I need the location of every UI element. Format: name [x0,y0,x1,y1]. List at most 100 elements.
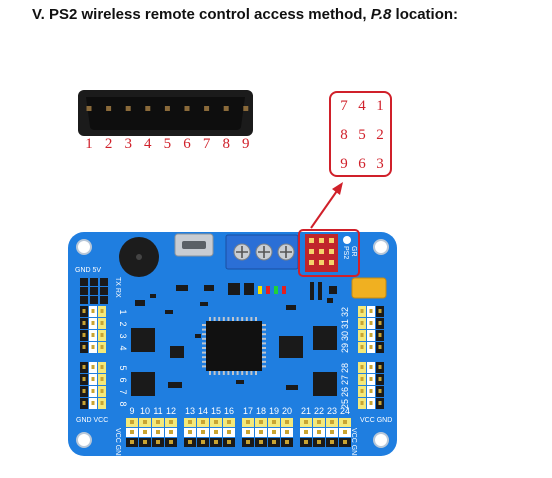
header-pin [80,287,88,295]
header-pin [90,287,98,295]
pin-label: 19 [269,406,279,416]
header-pin [319,238,324,243]
mounting-hole [373,239,389,255]
buzzer-center [136,254,142,260]
label-gr: GR [350,246,357,257]
pin-label: 1 [118,309,128,314]
label-vcc-gnd-bottom-left: VCC GND [114,428,121,460]
mounting-hole [373,432,389,448]
pin-label: 11 [153,406,162,416]
pin-grid-frame [329,91,392,177]
connector-pin [125,106,131,111]
pin-label: 30 [340,331,350,341]
header-pin [100,278,108,286]
pin-label: 23 [327,406,337,416]
connector-pin-number: 5 [164,136,172,152]
header-pin [100,287,108,295]
connector-pin-number: 3 [124,136,132,152]
header-pin [309,260,314,265]
pin-label: 10 [140,406,150,416]
capacitor [351,277,387,299]
header-pin [90,278,98,286]
resistor [286,385,298,390]
driver-chip [131,328,155,352]
connector-pin [243,106,249,111]
pin-label: 12 [166,406,176,416]
usb-socket [182,241,206,249]
pointer-arrow [310,182,343,229]
regulator-chip [279,336,303,358]
serial-header [80,278,108,304]
driver-chip [313,372,337,396]
label-vcc-gnd-right: VCC GND [360,417,392,424]
connector-pins [86,106,249,111]
label-gnd-5v: GND 5V [75,267,101,274]
ps2-header-pins [309,238,334,265]
controller-board: PS2 GR GND 5V TX RX [68,229,397,460]
pin-label: 31 [340,319,350,329]
connector-pin-number: 6 [183,136,191,152]
pin-label: 9 [129,406,134,416]
connector-pin-number: 4 [144,136,152,152]
page-title: V. PS2 wireless remote control access me… [32,6,458,23]
connector-pin [204,106,210,111]
pin-label: 29 [340,343,350,353]
pin-label: 16 [224,406,234,416]
pin-label: 18 [256,406,266,416]
pin-grid-number: 8 [340,127,348,143]
pin-grid-number: 4 [358,98,366,114]
pin-label: 28 [340,363,350,373]
connector-face [86,97,245,130]
pin-label: 26 [340,387,350,397]
header-pin [90,296,98,304]
driver-chip [313,326,337,350]
header-pin [329,238,334,243]
mcu-chip [206,321,262,371]
header-pin [309,249,314,254]
pin-label: 32 [340,307,350,317]
connector-pin [223,106,229,111]
ps2-highlight [298,229,360,277]
pin-grid-number: 5 [358,127,366,143]
header-pin [319,249,324,254]
header-pin [319,260,324,265]
pin-label: 13 [185,406,195,416]
pin-label: 27 [340,375,350,385]
connector-pin-number: 1 [85,136,93,152]
pin-grid-number: 2 [376,127,384,143]
pin-label: 8 [118,401,128,406]
connector-pin-number: 7 [203,136,211,152]
mcu-legs [202,317,266,375]
led-row [135,282,337,314]
ps2-marker [343,236,351,244]
pin-label: 3 [118,333,128,338]
chips [131,317,337,396]
mounting-hole [76,432,92,448]
pin-label: 15 [211,406,221,416]
pin-grid-number: 3 [376,156,384,172]
connector-pin [106,106,112,111]
pin-grid-number: 6 [358,156,366,172]
title-suffix: location: [391,6,459,23]
pin-label: 2 [118,321,128,326]
connector-pin [145,106,151,111]
driver-chip [131,372,155,396]
connector-pin-number: 9 [242,136,250,152]
pin-label: 24 [340,406,350,416]
label-gnd-vcc-left: GND VCC [76,417,108,424]
header-pin [329,260,334,265]
pin-label: 17 [243,406,253,416]
header-pin [309,238,314,243]
pin-grid-number: 1 [376,98,384,114]
pin-label: 21 [301,406,311,416]
terminal-screws [233,243,295,261]
pin-label: 22 [314,406,324,416]
header-pin [80,278,88,286]
small-chip [170,346,184,358]
